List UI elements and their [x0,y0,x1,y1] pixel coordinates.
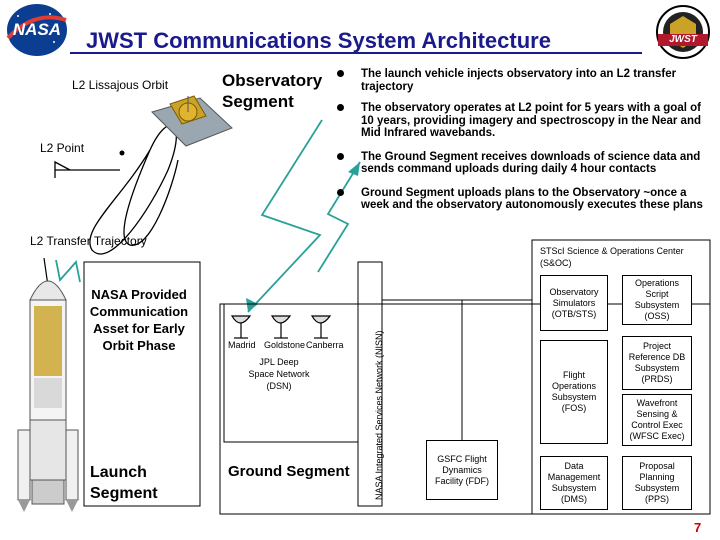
data-management-box: Data Management Subsystem (DMS) [540,456,608,510]
observatory-simulators-box: Observatory Simulators (OTB/STS) [540,275,608,331]
nasa-communication-asset-label: NASA Provided Communication Asset for Ea… [89,287,189,353]
nasa-logo-text: NASA [12,20,62,39]
observatory-segment-line1: Observatory [222,71,323,90]
ground-segment-label: Ground Segment [228,463,350,480]
jwst-telescope-illustration [151,95,233,147]
description-bullets: The launch vehicle injects observatory i… [335,68,707,221]
lissajous-orbit-label: L2 Lissajous Orbit [72,78,169,92]
bullet-item: Ground Segment uploads plans to the Obse… [335,187,707,212]
l2-point-label: L2 Point [40,141,85,155]
operations-script-box: Operations Script Subsystem (OSS) [622,275,692,325]
nasa-logo: NASA [4,2,70,58]
dsn-station-goldstone: Goldstone [264,340,306,350]
launch-vehicle-illustration [17,257,79,512]
page-number: 7 [694,520,702,535]
dsn-name: JPL Deep Space Network (DSN) [248,357,310,391]
stsci-frame [531,239,711,515]
dsn-station-canberra: Canberra [306,340,344,350]
launch-segment-label: Launch Segment [90,462,158,504]
dsn-station-madrid: Madrid [228,340,256,350]
launch-segment-line1: Launch [90,464,147,481]
nisn-frame [357,261,383,507]
observatory-segment-line2: Segment [222,92,294,111]
dsn-antenna-goldstone-icon [270,315,292,339]
bullet-dot-icon [337,152,344,160]
bullet-dot-icon [337,70,344,77]
bullet-item: The Ground Segment receives downloads of… [335,151,707,176]
dsn-antenna-canberra-icon [310,315,332,339]
launch-segment-frame [83,261,201,507]
observatory-ground-link [247,119,323,313]
bullet-item: The observatory operates at L2 point for… [335,102,707,140]
title-underline [70,52,642,54]
nisn-label: NASA Integrated Services Network (NISN) [374,330,384,500]
proposal-planning-box: Proposal Planning Subsystem (PPS) [622,456,692,510]
l2-point-dot [119,150,125,156]
dsn-antenna-madrid-icon [230,315,252,339]
fdf-box: GSFC Flight Dynamics Facility (FDF) [426,440,498,500]
launch-segment-line2: Segment [90,485,158,502]
ground-observatory-link [317,161,361,273]
jwst-logo-text: JWST [669,34,697,45]
wfsc-exec-box: Wavefront Sensing & Control Exec (WFSC E… [622,394,692,446]
jwst-logo: JWST [650,4,716,60]
observatory-segment-label: Observatory Segment [222,70,322,112]
page-title: JWST Communications System Architecture [86,28,551,53]
stsci-soc-title: STScI Science & Operations Center (S&OC) [540,246,684,268]
transfer-trajectory-label: L2 Transfer Trajectory [30,234,147,248]
project-reference-db-box: Project Reference DB Subsystem (PRDS) [622,336,692,390]
launch-link [55,259,81,283]
bullet-dot-icon [337,104,344,111]
flight-operations-box: Flight Operations Subsystem (FOS) [540,340,608,444]
bullet-dot-icon [337,188,344,196]
bullet-item: The launch vehicle injects observatory i… [335,68,707,93]
